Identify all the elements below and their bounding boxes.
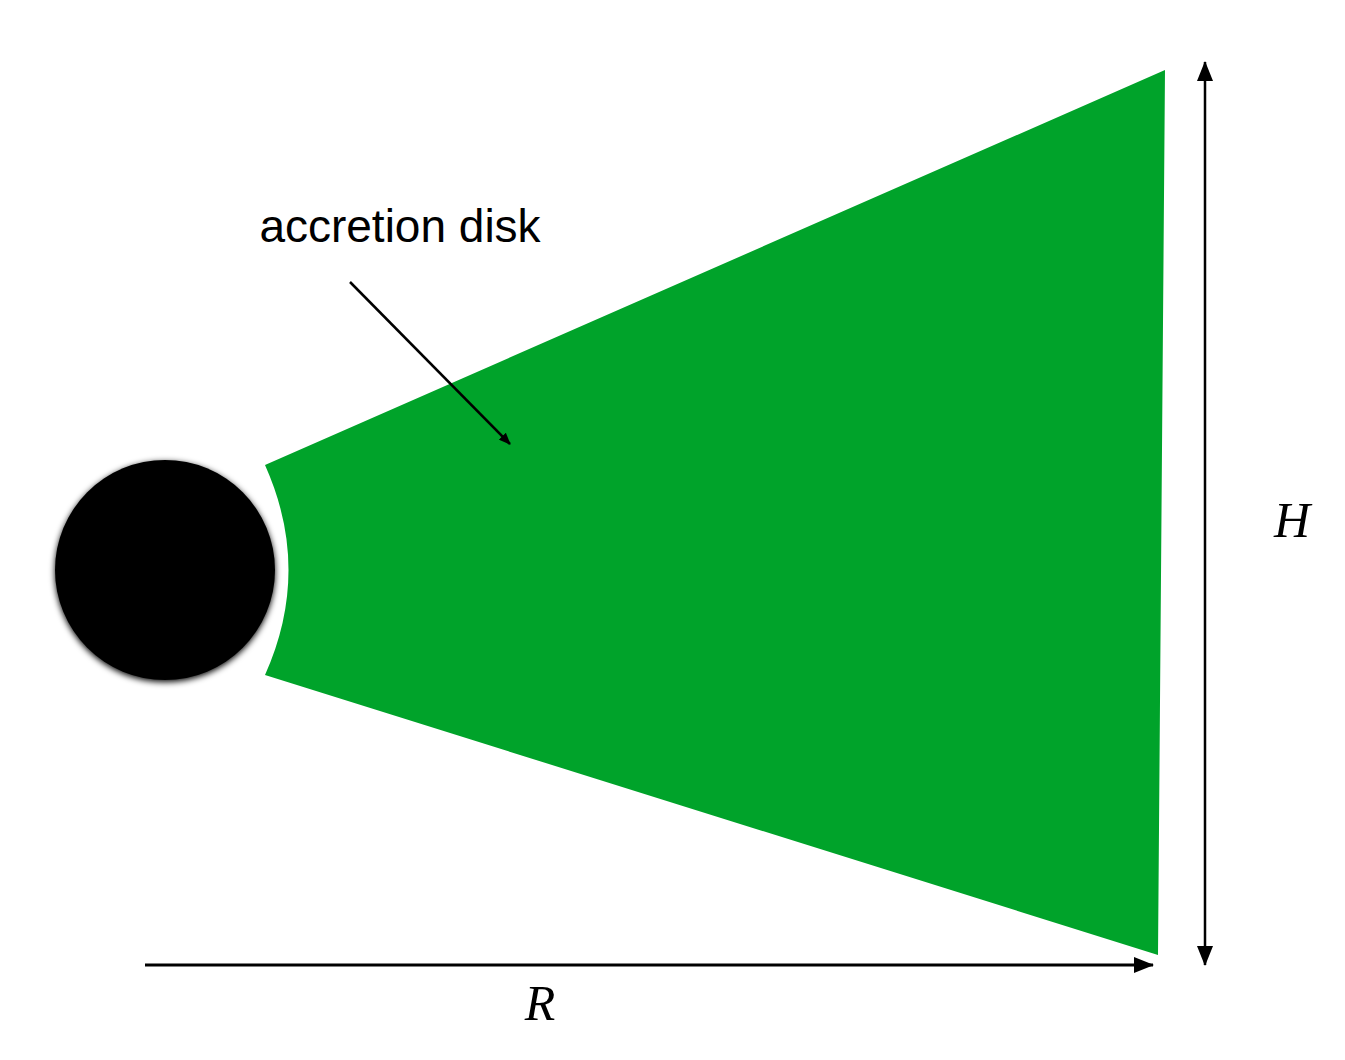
dimension-label: H [1274, 493, 1310, 548]
radius-arrow [145, 964, 1153, 967]
disk-label: accretion disk [259, 201, 540, 252]
pointer-arrow [350, 282, 510, 444]
dimension-label: R [525, 976, 556, 1031]
black-hole [55, 460, 275, 680]
height-arrow [1204, 62, 1207, 965]
